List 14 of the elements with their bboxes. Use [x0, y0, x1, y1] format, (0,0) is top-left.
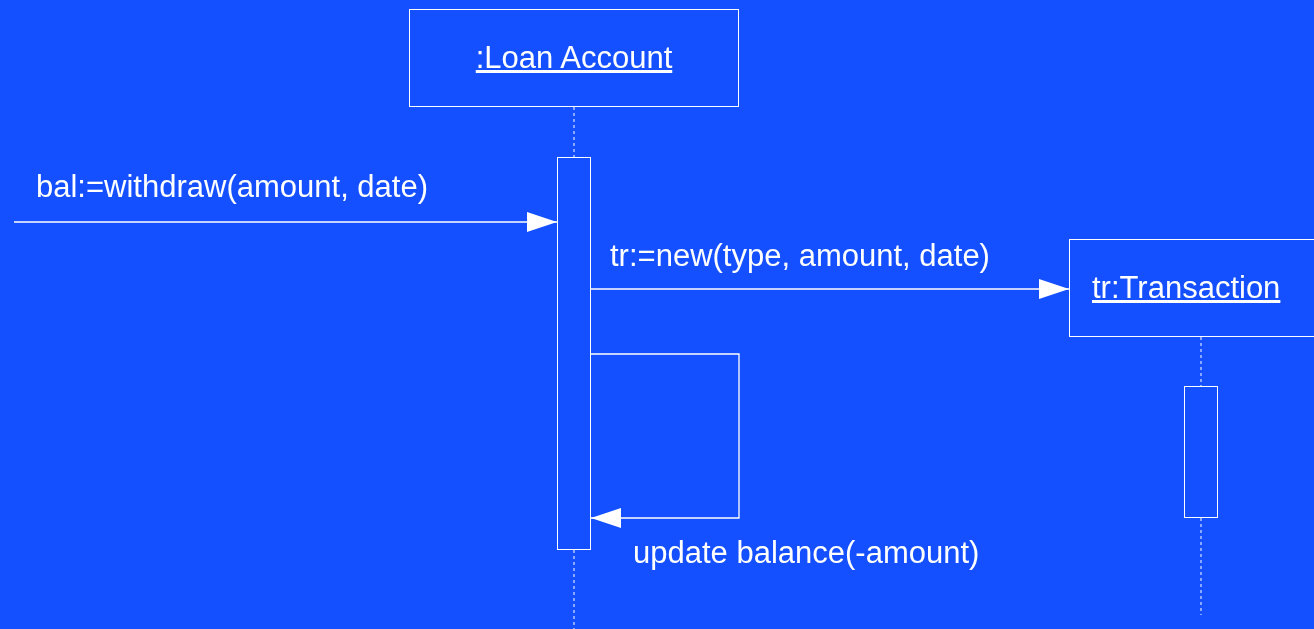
activation-bar [1184, 386, 1218, 518]
message-arrow [590, 279, 1070, 299]
lifeline [573, 106, 575, 158]
message-arrow [13, 212, 558, 232]
object-name: :Loan Account [475, 40, 673, 76]
message-arrow [590, 353, 740, 528]
lifeline [1200, 336, 1202, 387]
message-label: tr:=new(type, amount, date) [610, 238, 990, 274]
object-name: tr:Transaction [1092, 270, 1281, 306]
message-label: update balance(-amount) [633, 535, 980, 571]
activation-bar [557, 157, 591, 550]
object-box [409, 9, 739, 107]
object-box [1069, 239, 1314, 337]
message-label: bal:=withdraw(amount, date) [36, 169, 428, 205]
